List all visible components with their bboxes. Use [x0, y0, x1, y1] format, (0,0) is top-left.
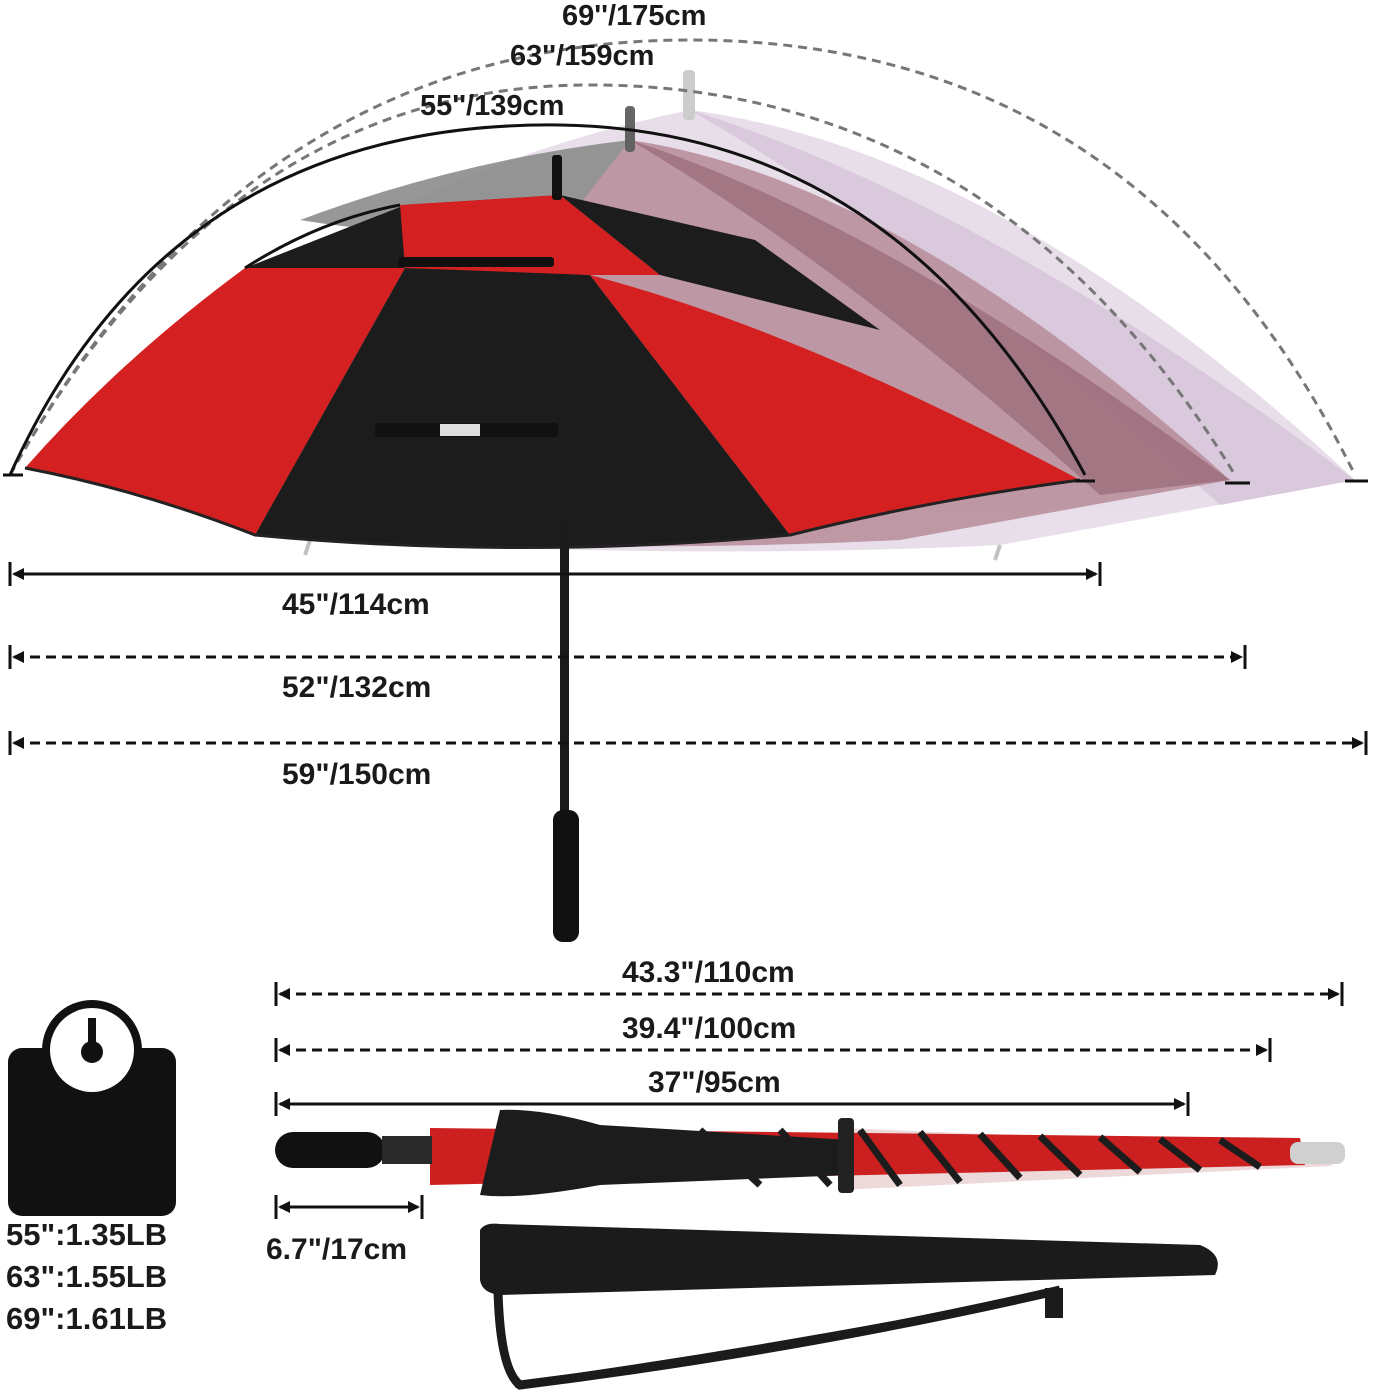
arc-label-63: 63''/159cm — [510, 40, 654, 72]
carry-sleeve — [480, 1223, 1218, 1390]
arc-dimension-lines — [3, 38, 1368, 485]
closed-length-label-100: 39.4"/100cm — [622, 1012, 796, 1045]
open-width-label-59: 59"/150cm — [282, 758, 431, 791]
open-width-label-45: 45"/114cm — [282, 588, 430, 621]
handle-length-label: 6.7"/17cm — [266, 1233, 407, 1266]
closed-length-label-110: 43.3"/110cm — [622, 956, 795, 989]
closed-length-label-95: 37"/95cm — [648, 1066, 781, 1099]
open-width-label-52: 52"/132cm — [282, 671, 431, 704]
umbrella-canopy — [24, 155, 1081, 549]
umbrella-shaft — [553, 520, 579, 942]
arc-label-55: 55''/139cm — [420, 90, 564, 122]
closed-length-dimensions — [274, 982, 1344, 1219]
weight-63: 63":1.55LB — [6, 1259, 168, 1294]
arc-label-69: 69''/175cm — [562, 0, 706, 32]
weight-55: 55":1.35LB — [6, 1217, 168, 1252]
scale-icon — [8, 1000, 176, 1216]
closed-umbrella — [275, 1109, 1345, 1197]
open-width-dimensions — [8, 562, 1368, 755]
weight-69: 69":1.61LB — [6, 1301, 168, 1336]
